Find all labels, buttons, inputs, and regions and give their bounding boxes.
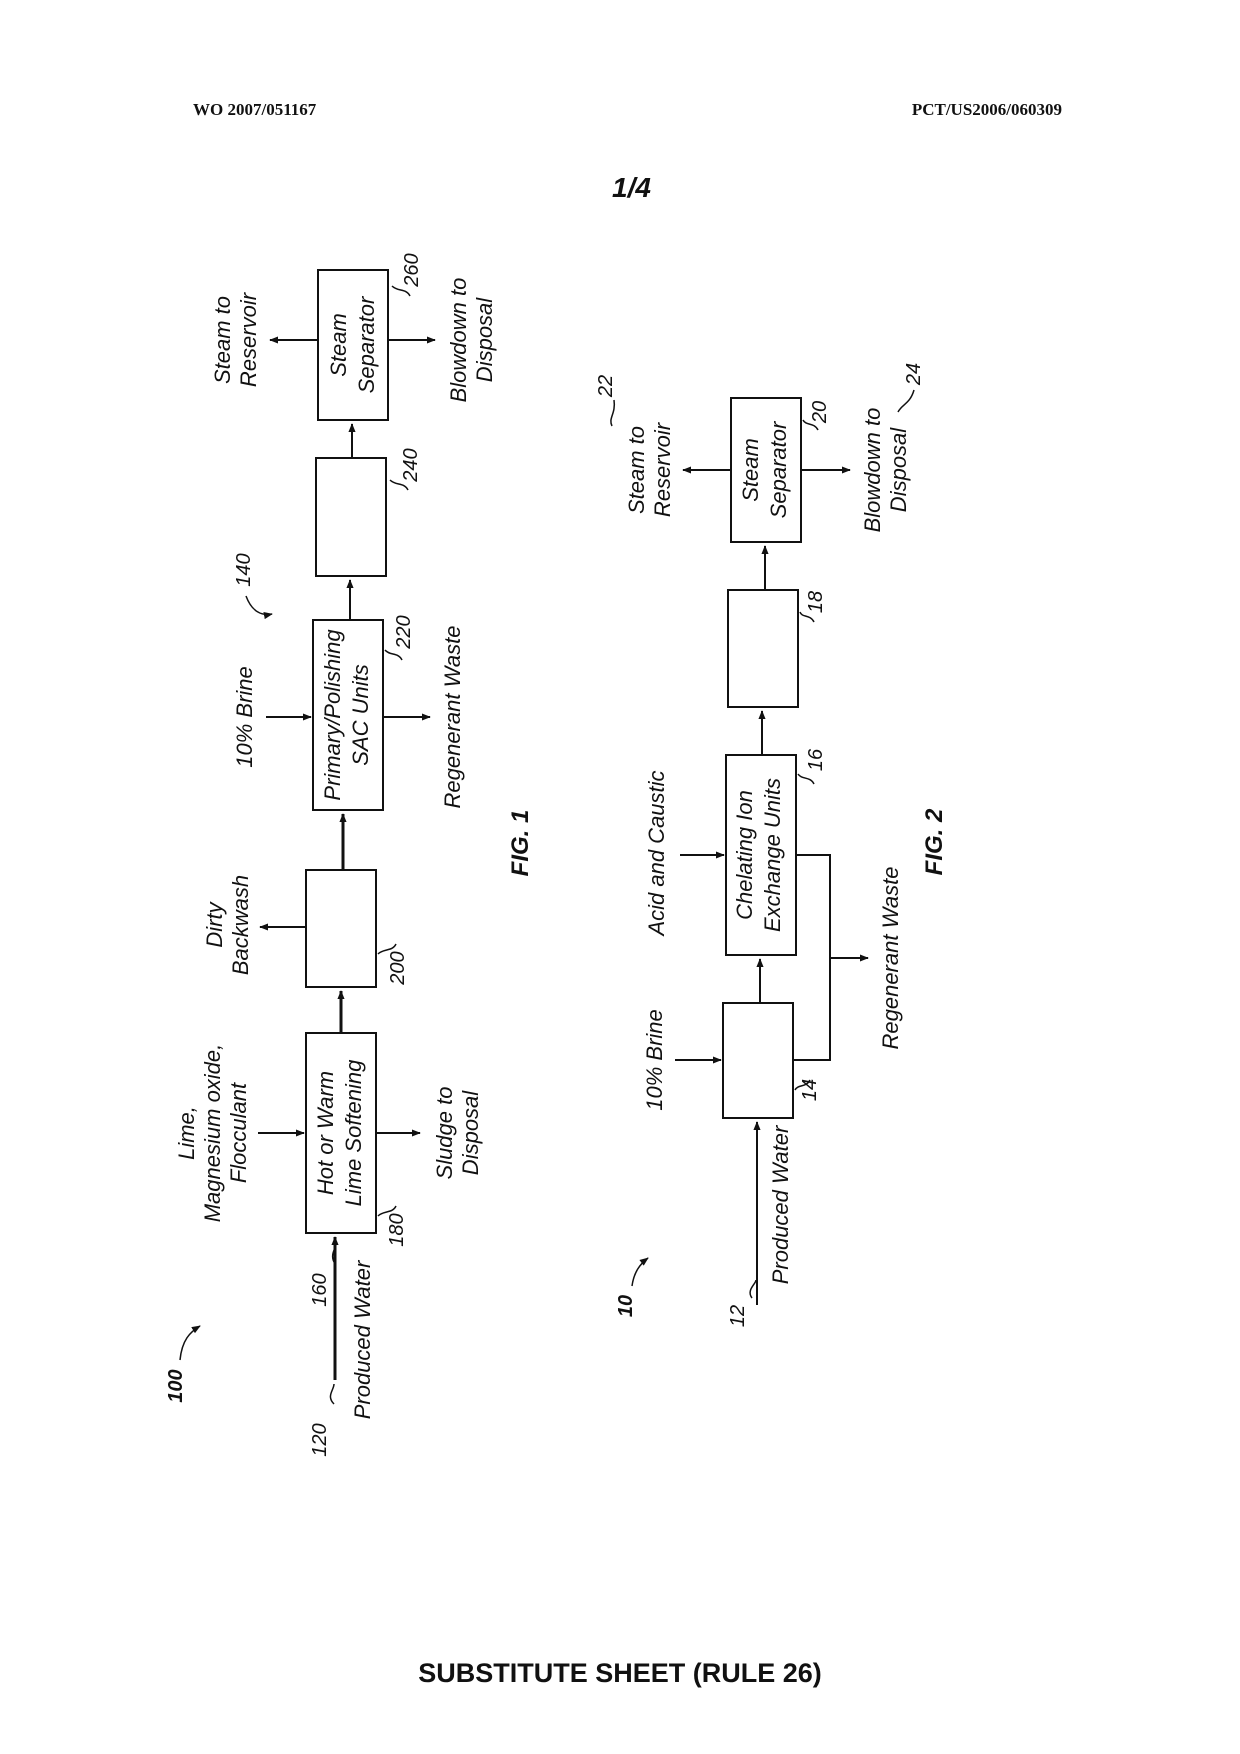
fig2-brine-label: 10% Brine	[642, 1009, 667, 1111]
fig2-regen-collector-line	[793, 854, 831, 1061]
fig2-ref-12: 12	[727, 1305, 749, 1327]
fig2-diagram: Chelating Ion Exchange Units Steam Separ…	[595, 363, 948, 1327]
publication-number: WO 2007/051167	[193, 100, 317, 119]
fig2-steam-out-label-1: Steam to	[624, 426, 649, 514]
fig2-generator-box	[727, 589, 799, 708]
fig1-sac-units-box	[312, 619, 384, 811]
fig1-system-ref-arrow	[179, 1325, 201, 1361]
footer-substitute-sheet: SUBSTITUTE SHEET (RULE 26)	[418, 1658, 822, 1688]
fig1-system-ref-100: 100	[165, 1369, 187, 1402]
fig1-chemicals-label-2: Magnesium oxide,	[200, 1044, 225, 1223]
fig2-ref-18-leader	[799, 611, 815, 623]
fig1-ref-260-leader	[391, 285, 411, 297]
fig2-system-ref-10: 10	[615, 1295, 637, 1317]
fig1-chemicals-label-3: Flocculant	[226, 1082, 251, 1183]
fig2-ref-20-leader	[802, 419, 819, 431]
fig1-filter-box	[305, 869, 377, 988]
fig1-brine-label: 10% Brine	[232, 666, 257, 768]
fig1-steam-out-label-1: Steam to	[210, 296, 235, 384]
fig2-steam-separator-box	[730, 397, 802, 543]
fig1-regen-waste-label: Regenerant Waste	[440, 625, 465, 808]
fig2-ref-14-leader	[794, 1079, 811, 1091]
fig1-separator-label-1: Steam	[326, 313, 351, 377]
sheet-number: 1/4	[612, 172, 651, 203]
fig2-chelating-label-2: Exchange Units	[760, 778, 785, 932]
fig2-steam-out-label-2: Reservoir	[650, 421, 675, 517]
fig2-ref-16-leader	[797, 773, 815, 785]
fig1-sludge-label-1: Sludge to	[432, 1087, 457, 1180]
fig1-diagram: Hot or Warm Lime Softening Primary/Polis…	[165, 253, 534, 1456]
fig1-ref-120-leader	[329, 1383, 335, 1405]
fig2-ref-20: 20	[809, 401, 831, 424]
fig2-produced-water-label: Produced Water	[768, 1124, 793, 1284]
fig1-ref-200-leader	[377, 943, 397, 955]
fig2-system-ref-arrow	[631, 1257, 649, 1287]
fig2-ref-24: 24	[903, 363, 925, 386]
fig2-blowdown-label-2: Disposal	[886, 427, 911, 512]
fig1-ref-220: 220	[393, 615, 415, 649]
fig2-caption: FIG. 2	[921, 808, 948, 875]
fig1-ref-120: 120	[309, 1423, 331, 1456]
fig2-ref-22: 22	[595, 375, 617, 398]
fig2-ref-22-leader	[610, 399, 616, 427]
fig2-ref-24-leader	[897, 389, 915, 413]
fig2-ref-18: 18	[805, 591, 827, 613]
fig2-separator-label-1: Steam	[738, 438, 763, 502]
fig1-blowdown-label-2: Disposal	[472, 297, 497, 382]
fig2-ref-12-leader	[749, 1279, 757, 1299]
fig1-ref-260: 260	[401, 253, 423, 287]
fig2-chelating-box	[725, 754, 797, 956]
fig1-sludge-label-2: Disposal	[458, 1090, 483, 1175]
fig1-ref-200: 200	[387, 951, 409, 985]
fig1-generator-box	[315, 457, 387, 577]
fig1-ref-160-leader	[331, 1243, 337, 1263]
fig2-separator-label-2: Separator	[766, 420, 791, 518]
fig1-ref-140-arrow	[245, 595, 273, 620]
fig2-blowdown-label-1: Blowdown to	[860, 408, 885, 533]
fig2-chelating-label-1: Chelating Ion	[732, 790, 757, 920]
fig1-sac-label-2: SAC Units	[348, 664, 373, 765]
fig1-steam-separator-box	[317, 269, 389, 421]
fig1-ref-240: 240	[400, 448, 422, 482]
fig1-separator-label-2: Separator	[354, 295, 379, 393]
application-number: PCT/US2006/060309	[911, 100, 1062, 119]
fig1-softener-label-1: Hot or Warm	[313, 1071, 338, 1195]
fig1-blowdown-label-1: Blowdown to	[446, 278, 471, 403]
fig1-produced-water-label: Produced Water	[350, 1259, 375, 1419]
fig1-ref-180-leader	[377, 1205, 397, 1217]
fig2-ref-16: 16	[805, 748, 827, 771]
fig1-softener-label-2: Lime Softening	[341, 1059, 366, 1207]
fig1-ref-160: 160	[309, 1273, 331, 1306]
fig1-ref-180: 180	[386, 1213, 408, 1246]
fig1-ref-140: 140	[233, 553, 255, 586]
fig2-ref-14: 14	[799, 1079, 821, 1101]
fig1-ref-220-leader	[384, 649, 403, 661]
fig1-caption: FIG. 1	[507, 810, 534, 877]
fig2-softener-box	[722, 1002, 794, 1119]
fig1-ref-240-leader	[389, 479, 409, 491]
fig2-acid-caustic-label: Acid and Caustic	[644, 770, 669, 937]
fig2-regen-waste-label: Regenerant Waste	[878, 866, 903, 1049]
fig1-sac-label-1: Primary/Polishing	[320, 629, 345, 801]
fig1-chemicals-label-1: Lime,	[174, 1106, 199, 1160]
fig1-steam-out-label-2: Reservoir	[236, 291, 261, 387]
fig1-backwash-label-1: Dirty	[202, 900, 227, 947]
fig1-backwash-label-2: Backwash	[228, 875, 253, 975]
